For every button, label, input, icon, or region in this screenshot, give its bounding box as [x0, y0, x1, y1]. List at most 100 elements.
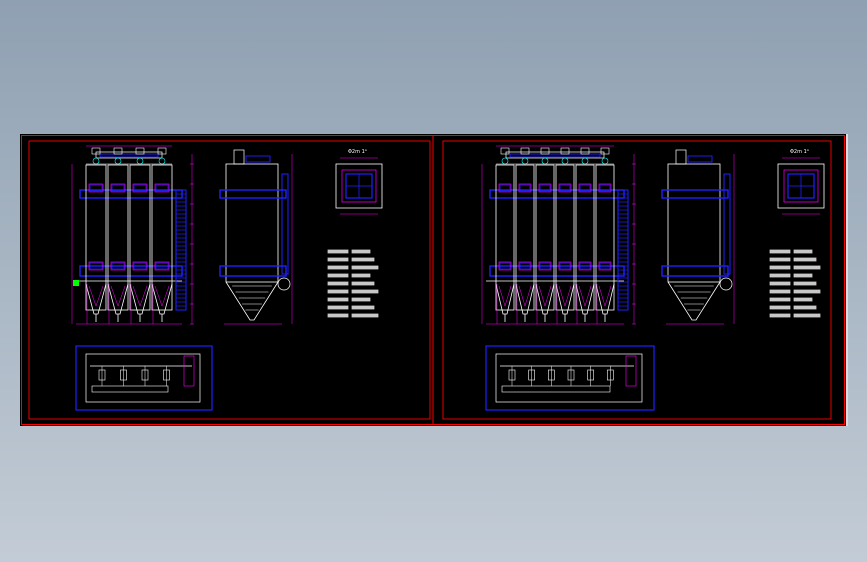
inspection-door-upper	[154, 183, 170, 193]
door-detail	[133, 262, 147, 270]
compartment-6	[595, 164, 615, 311]
side-upper-walkway	[661, 189, 729, 199]
door-detail	[155, 262, 169, 270]
plan-view: Φ2m 1ᴬ	[335, 149, 383, 215]
door-detail	[499, 184, 511, 192]
spec-row-label	[769, 265, 791, 270]
inspection-door-upper	[498, 183, 512, 193]
hopper-inner	[498, 285, 512, 307]
door-detail	[599, 262, 611, 270]
spec-row-value	[351, 313, 379, 318]
door-detail	[559, 262, 571, 270]
spec-row-value	[793, 297, 813, 302]
spec-row-label	[769, 273, 791, 278]
spec-row-label	[327, 265, 349, 270]
cad-drawing-canvas[interactable]: Φ2m 1ᴬ Φ2m 1ᴬ	[20, 134, 846, 426]
inspection-door-lower	[498, 261, 512, 271]
spec-row-value	[793, 289, 821, 294]
side-hopper	[225, 281, 279, 321]
plan-view: Φ2m 1ᴬ	[777, 149, 825, 215]
valve-symbol	[501, 157, 509, 165]
hopper	[129, 283, 151, 315]
side-body	[667, 163, 721, 283]
side-duct-riser	[675, 149, 687, 165]
hopper-inner	[558, 285, 572, 307]
door-detail	[579, 262, 591, 270]
drawing-frame-left	[28, 140, 431, 420]
valve-symbol	[581, 157, 589, 165]
hopper	[107, 283, 129, 315]
side-lower-walkway	[219, 265, 287, 277]
fan-housing	[113, 147, 123, 155]
compartment-1	[85, 164, 107, 311]
top-duct	[505, 151, 605, 159]
spec-row-value	[793, 281, 817, 286]
inspection-door-lower	[598, 261, 612, 271]
drawing-sheet[interactable]: Φ2m 1ᴬ Φ2m 1ᴬ	[20, 134, 846, 426]
door-detail	[89, 184, 103, 192]
side-ladder	[723, 173, 731, 275]
door-detail	[155, 184, 169, 192]
foundation-outer	[485, 345, 655, 411]
selection-grip-icon	[73, 280, 79, 286]
side-elevation	[219, 149, 293, 325]
spec-row-value	[793, 273, 813, 278]
spec-row-value	[351, 281, 375, 286]
spec-row-label	[769, 313, 791, 318]
valve-symbol	[521, 157, 529, 165]
door-detail	[599, 184, 611, 192]
door-detail	[559, 184, 571, 192]
spec-row-label	[327, 257, 349, 262]
drawing-right: Φ2m 1ᴬ	[481, 145, 825, 411]
fan-housing	[520, 147, 530, 155]
spec-row-value	[793, 265, 821, 270]
door-detail	[519, 262, 531, 270]
foundation-end-block	[625, 355, 637, 387]
compartment-2	[515, 164, 535, 311]
compartment-3	[535, 164, 555, 311]
valve-symbol	[114, 157, 122, 165]
compartment-2	[107, 164, 129, 311]
valve-symbol	[92, 157, 100, 165]
valve-symbol	[541, 157, 549, 165]
side-upper-walkway	[219, 189, 287, 199]
hopper-inner	[578, 285, 592, 307]
side-header	[687, 155, 713, 163]
side-elevation	[661, 149, 735, 325]
spec-row-value	[793, 257, 817, 262]
spec-row-value	[351, 249, 371, 254]
side-body	[225, 163, 279, 283]
foundation-strip	[501, 385, 611, 393]
foundation-inner	[495, 353, 643, 403]
fan-housing	[600, 147, 610, 155]
side-hopper	[667, 281, 721, 321]
plan-inner	[341, 169, 377, 203]
inspection-door-lower	[518, 261, 532, 271]
foundation-inner	[85, 353, 201, 403]
inspection-door-lower	[88, 261, 104, 271]
hopper	[495, 283, 515, 315]
foundation-outer	[75, 345, 213, 411]
side-header	[245, 155, 271, 163]
top-duct-inner	[99, 153, 159, 158]
spec-row-label	[769, 289, 791, 294]
spec-row-label	[327, 305, 349, 310]
spec-row-label	[327, 289, 349, 294]
side-ladder	[281, 173, 289, 275]
spec-row-value	[351, 297, 371, 302]
door-detail	[133, 184, 147, 192]
fan-housing	[540, 147, 550, 155]
plan-outer	[777, 163, 825, 209]
inspection-door-upper	[88, 183, 104, 193]
fan-housing	[580, 147, 590, 155]
door-detail	[499, 262, 511, 270]
top-duct	[95, 151, 163, 159]
spec-row-label	[327, 273, 349, 278]
fan-housing	[157, 147, 167, 155]
inspection-door-lower	[578, 261, 592, 271]
hopper-inner	[538, 285, 552, 307]
compartment-5	[575, 164, 595, 311]
door-detail	[111, 184, 125, 192]
foundation-strip	[91, 385, 169, 393]
